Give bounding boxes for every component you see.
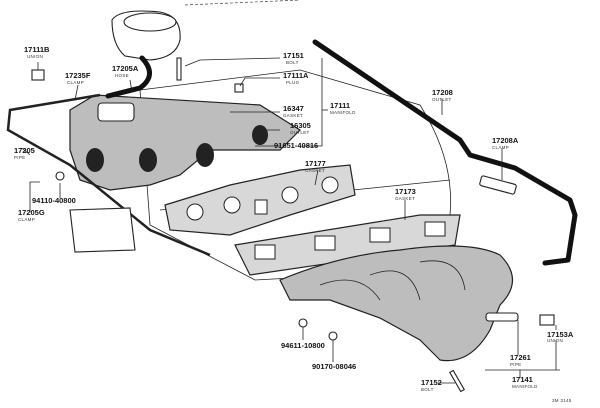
pipe-17205 bbox=[6, 93, 211, 257]
svg-text:17205: 17205 bbox=[14, 146, 35, 155]
svg-text:CLAMP: CLAMP bbox=[18, 217, 35, 222]
part-label-94611-10800: 94611-10800 bbox=[281, 341, 325, 350]
bracket-plate bbox=[69, 207, 136, 253]
svg-text:17177: 17177 bbox=[305, 159, 326, 168]
svg-text:BOLT: BOLT bbox=[421, 387, 434, 392]
part-label-90170-08046: 90170-08046 bbox=[312, 362, 356, 371]
svg-text:17261: 17261 bbox=[510, 353, 531, 362]
part-label-94110-40800: 94110-40800 bbox=[32, 196, 76, 205]
svg-text:GASKET: GASKET bbox=[283, 113, 303, 118]
intake-manifold bbox=[69, 94, 301, 191]
outline-dash bbox=[184, 0, 301, 6]
svg-text:PLUG: PLUG bbox=[286, 80, 300, 85]
svg-text:17173: 17173 bbox=[395, 187, 416, 196]
svg-text:91651-40816: 91651-40816 bbox=[274, 141, 318, 150]
clamp-17208a bbox=[479, 175, 517, 195]
svg-text:GASKET: GASKET bbox=[305, 168, 325, 173]
svg-text:16347: 16347 bbox=[283, 104, 304, 113]
svg-text:GASKET: GASKET bbox=[395, 196, 415, 201]
svg-text:CLAMP: CLAMP bbox=[492, 145, 509, 150]
svg-text:PIPE: PIPE bbox=[510, 362, 521, 367]
svg-text:CLAMP: CLAMP bbox=[67, 80, 84, 85]
svg-text:17205G: 17205G bbox=[18, 208, 45, 217]
svg-text:17235F: 17235F bbox=[65, 71, 91, 80]
svg-text:17208: 17208 bbox=[432, 88, 453, 97]
svg-text:17152: 17152 bbox=[421, 378, 442, 387]
svg-text:17153A: 17153A bbox=[547, 330, 574, 339]
svg-text:17141: 17141 bbox=[512, 375, 533, 384]
exhaust-gasket bbox=[234, 214, 461, 276]
svg-text:MANIFOLD: MANIFOLD bbox=[330, 110, 356, 115]
exhaust-manifold bbox=[279, 245, 514, 362]
svg-text:17111: 17111 bbox=[330, 101, 350, 110]
air-cleaner-housing bbox=[111, 10, 181, 61]
washer-94611-10800 bbox=[298, 318, 308, 328]
svg-text:OUTLET: OUTLET bbox=[432, 97, 452, 102]
leader-lines bbox=[21, 57, 560, 384]
nut-94110-40800 bbox=[55, 171, 65, 181]
nut-90170-08046 bbox=[328, 331, 338, 341]
svg-text:90170-08046: 90170-08046 bbox=[312, 362, 356, 371]
svg-text:UNION: UNION bbox=[27, 54, 43, 59]
figure-id: 3M 3145 bbox=[552, 398, 572, 403]
svg-text:17208A: 17208A bbox=[492, 136, 519, 145]
hose-17205a bbox=[105, 55, 152, 99]
bolt-17152 bbox=[449, 369, 465, 393]
part-label-91651-40816: 91651-40816 bbox=[274, 141, 318, 150]
svg-text:94110-40800: 94110-40800 bbox=[32, 196, 76, 205]
svg-text:17111B: 17111B bbox=[24, 45, 50, 54]
svg-text:BOLT: BOLT bbox=[286, 60, 299, 65]
svg-text:OUTLET: OUTLET bbox=[290, 130, 310, 135]
svg-text:17111A: 17111A bbox=[283, 71, 309, 80]
outlet-pipe-17208 bbox=[312, 39, 578, 266]
pipe-17261 bbox=[485, 312, 519, 322]
plug-17111a bbox=[234, 83, 244, 93]
svg-text:17151: 17151 bbox=[283, 51, 304, 60]
union-17111b bbox=[31, 69, 45, 81]
svg-text:17205A: 17205A bbox=[112, 64, 139, 73]
union-17153a bbox=[539, 314, 555, 326]
svg-text:16305: 16305 bbox=[290, 121, 311, 130]
svg-text:PIPE: PIPE bbox=[14, 155, 25, 160]
manifold-gasket bbox=[164, 164, 356, 236]
svg-text:HOSE: HOSE bbox=[115, 73, 129, 78]
svg-text:MANIFOLD: MANIFOLD bbox=[512, 384, 538, 389]
bolt-17151 bbox=[176, 57, 182, 81]
svg-text:94611-10800: 94611-10800 bbox=[281, 341, 325, 350]
svg-text:UNION: UNION bbox=[547, 338, 563, 343]
